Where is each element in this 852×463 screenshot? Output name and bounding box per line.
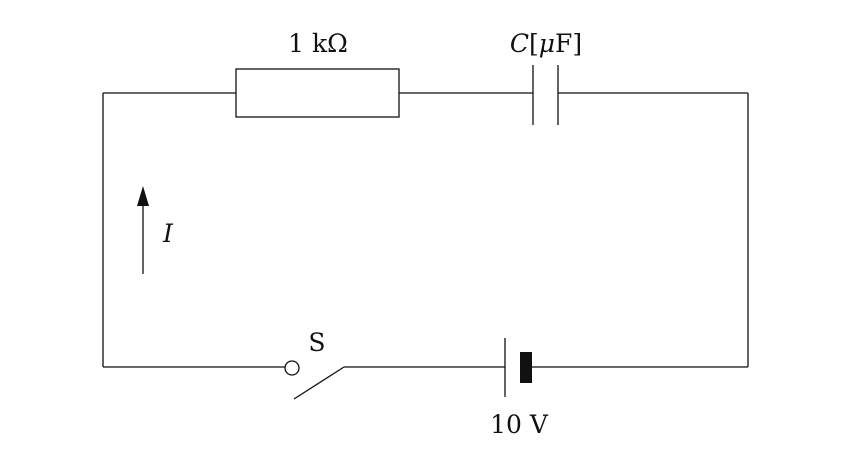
capacitor-label: C[μF]	[510, 29, 582, 58]
resistor-label: 1 kΩ	[288, 29, 348, 58]
current-label: I	[162, 219, 174, 248]
switch-terminal	[284, 360, 300, 376]
battery-plate-short	[520, 352, 532, 383]
battery-label: 10 V	[490, 410, 549, 439]
current-arrow-head	[137, 186, 149, 206]
resistor	[235, 68, 400, 118]
capacitor-symbol: C	[510, 29, 529, 58]
capacitor-unit-open: [	[529, 29, 539, 58]
capacitor-unit-mu: μ	[539, 29, 555, 58]
switch-blade	[293, 366, 345, 400]
switch-label: S	[308, 328, 325, 357]
capacitor-unit-rest: F]	[555, 29, 582, 58]
